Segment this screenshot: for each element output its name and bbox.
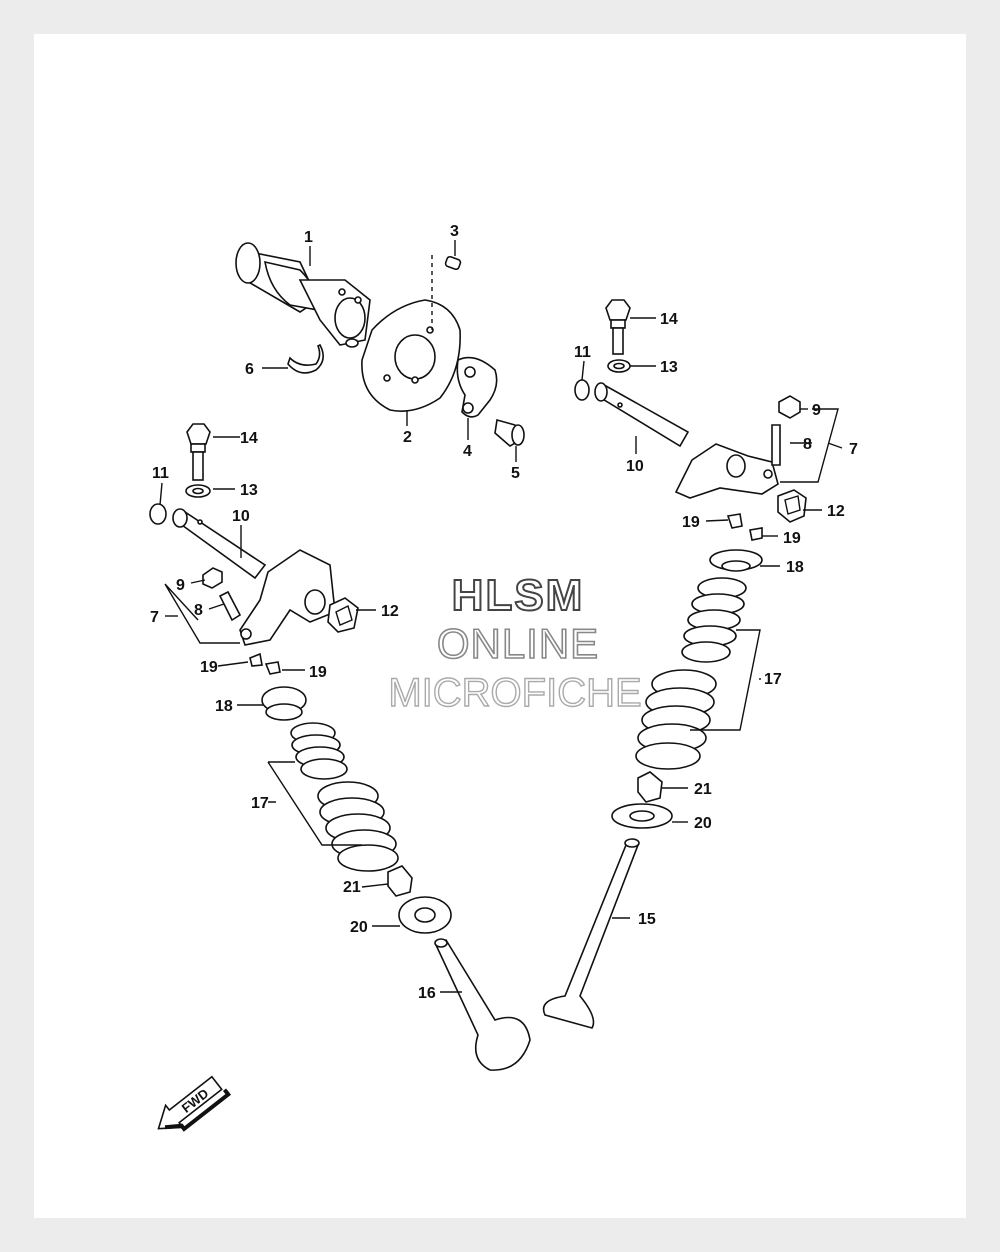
callout-13-right[interactable]: 13	[660, 359, 678, 376]
watermark: HLSM ONLINE MICROFICHE	[388, 570, 643, 716]
callout-21-left[interactable]: 21	[343, 879, 361, 896]
callout-20-left[interactable]: 20	[350, 919, 368, 936]
camshaft-part[interactable]	[235, 242, 371, 348]
leader-lines	[159, 240, 843, 993]
right-rocker-shaft-part[interactable]	[594, 382, 690, 448]
callout-15[interactable]: 15	[638, 911, 656, 928]
callout-19-left-a[interactable]: 19	[200, 659, 218, 676]
right-spring-retainer-part[interactable]	[709, 549, 763, 572]
right-inner-spring-part[interactable]	[681, 577, 747, 663]
left-rocker-bolt-part[interactable]	[186, 423, 211, 481]
left-outer-spring-part[interactable]	[317, 781, 399, 872]
fwd-arrow-icon: FWD	[157, 1075, 232, 1132]
right-adjust-screw-part[interactable]	[771, 424, 781, 466]
callout-14-left[interactable]: 14	[240, 430, 258, 447]
callout-12-right[interactable]: 12	[827, 503, 845, 520]
callout-11-right[interactable]: 11	[574, 344, 591, 361]
circlip-part[interactable]	[287, 343, 324, 374]
callout-18-right[interactable]: 18	[786, 559, 804, 576]
bolt-part[interactable]	[494, 418, 525, 447]
callout-5[interactable]: 5	[511, 465, 520, 482]
left-locknut-part[interactable]	[202, 567, 223, 589]
left-washer-part[interactable]	[185, 484, 211, 498]
left-valve-seal-part[interactable]	[387, 865, 413, 897]
left-spring-retainer-part[interactable]	[261, 686, 307, 721]
callout-19-right-b[interactable]: 19	[783, 530, 801, 547]
right-oil-seal-part[interactable]	[777, 489, 807, 523]
callout-19-left-b[interactable]: 19	[309, 664, 327, 681]
callout-6[interactable]: 6	[245, 361, 254, 378]
right-oring-part[interactable]	[574, 379, 590, 401]
callout-1[interactable]: 1	[304, 229, 313, 246]
callout-numbers: 1 2 3 4 5 6 7 7 8 8 9 9 10 10 11 11 12 1…	[150, 223, 858, 1002]
callout-21-right[interactable]: 21	[694, 781, 712, 798]
right-spring-seat-part[interactable]	[611, 803, 673, 829]
callout-3[interactable]: 3	[450, 223, 459, 240]
left-inner-spring-part[interactable]	[290, 722, 348, 780]
callout-13-left[interactable]: 13	[240, 482, 258, 499]
watermark-line2: ONLINE	[437, 620, 599, 667]
left-oring-part[interactable]	[149, 503, 167, 525]
callout-12-left[interactable]: 12	[381, 603, 399, 620]
left-adjust-screw-part[interactable]	[218, 590, 242, 622]
callout-16[interactable]: 16	[418, 985, 436, 1002]
right-cotters-part[interactable]	[726, 513, 763, 541]
callout-4[interactable]: 4	[463, 443, 472, 460]
callout-11-left[interactable]: 11	[152, 465, 169, 482]
cam-sprocket-part[interactable]	[361, 299, 461, 412]
cam-plate-part[interactable]	[456, 356, 498, 418]
callout-20-right[interactable]: 20	[694, 815, 712, 832]
right-valve-part[interactable]	[542, 838, 640, 1029]
callout-17-right[interactable]: 17	[764, 671, 782, 688]
left-rocker-arm-part[interactable]	[239, 549, 336, 646]
left-valve-part[interactable]	[434, 938, 531, 1071]
left-rocker-shaft-part[interactable]	[172, 508, 267, 580]
callout-2[interactable]: 2	[403, 429, 412, 446]
callout-19-right-a[interactable]: 19	[682, 514, 700, 531]
callout-8-right[interactable]: 8	[803, 436, 812, 453]
right-valve-seal-part[interactable]	[637, 771, 663, 803]
callout-9-left[interactable]: 9	[176, 577, 185, 594]
watermark-line1: HLSM	[452, 571, 585, 620]
watermark-line3: MICROFICHE	[388, 671, 641, 715]
callout-14-right[interactable]: 14	[660, 311, 678, 328]
callout-10-left[interactable]: 10	[232, 508, 250, 525]
right-rocker-bolt-part[interactable]	[605, 299, 631, 355]
callout-9-right[interactable]: 9	[812, 402, 821, 419]
callout-18-left[interactable]: 18	[215, 698, 233, 715]
dowel-pin-part[interactable]	[431, 255, 462, 330]
left-oil-seal-part[interactable]	[327, 597, 359, 633]
callout-17-left[interactable]: 17	[251, 795, 269, 812]
callout-10-right[interactable]: 10	[626, 458, 644, 475]
callout-8-left[interactable]: 8	[194, 602, 203, 619]
callout-7-right[interactable]: 7	[849, 441, 858, 458]
right-rocker-arm-part[interactable]	[674, 443, 779, 499]
right-locknut-part[interactable]	[778, 395, 801, 419]
left-cotters-part[interactable]	[249, 652, 281, 675]
left-spring-seat-part[interactable]	[398, 896, 452, 934]
right-washer-part[interactable]	[607, 359, 631, 373]
callout-7-left[interactable]: 7	[150, 609, 159, 626]
right-outer-spring-part[interactable]	[635, 669, 717, 770]
